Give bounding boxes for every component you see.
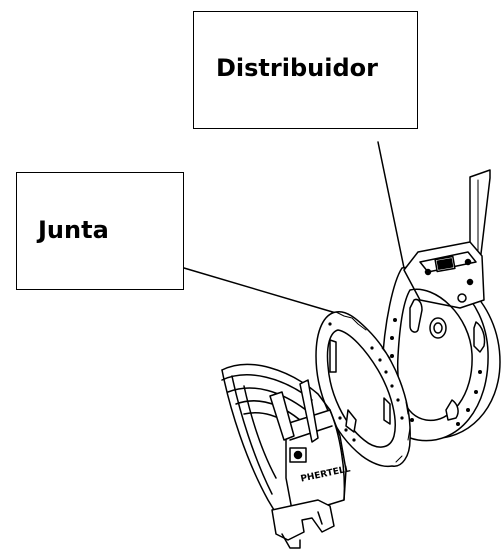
callout-box-distribuidor: Distribuidor [193,11,418,129]
housing-part [221,363,347,549]
gasket-part [315,310,411,468]
leader-line-junta [183,267,337,314]
callout-label-distribuidor: Distribuidor [216,54,378,82]
callout-box-junta: Junta [16,172,184,290]
leader-line-distribuidor [377,141,405,269]
callout-label-junta: Junta [38,216,109,244]
distributor-part [381,169,501,442]
